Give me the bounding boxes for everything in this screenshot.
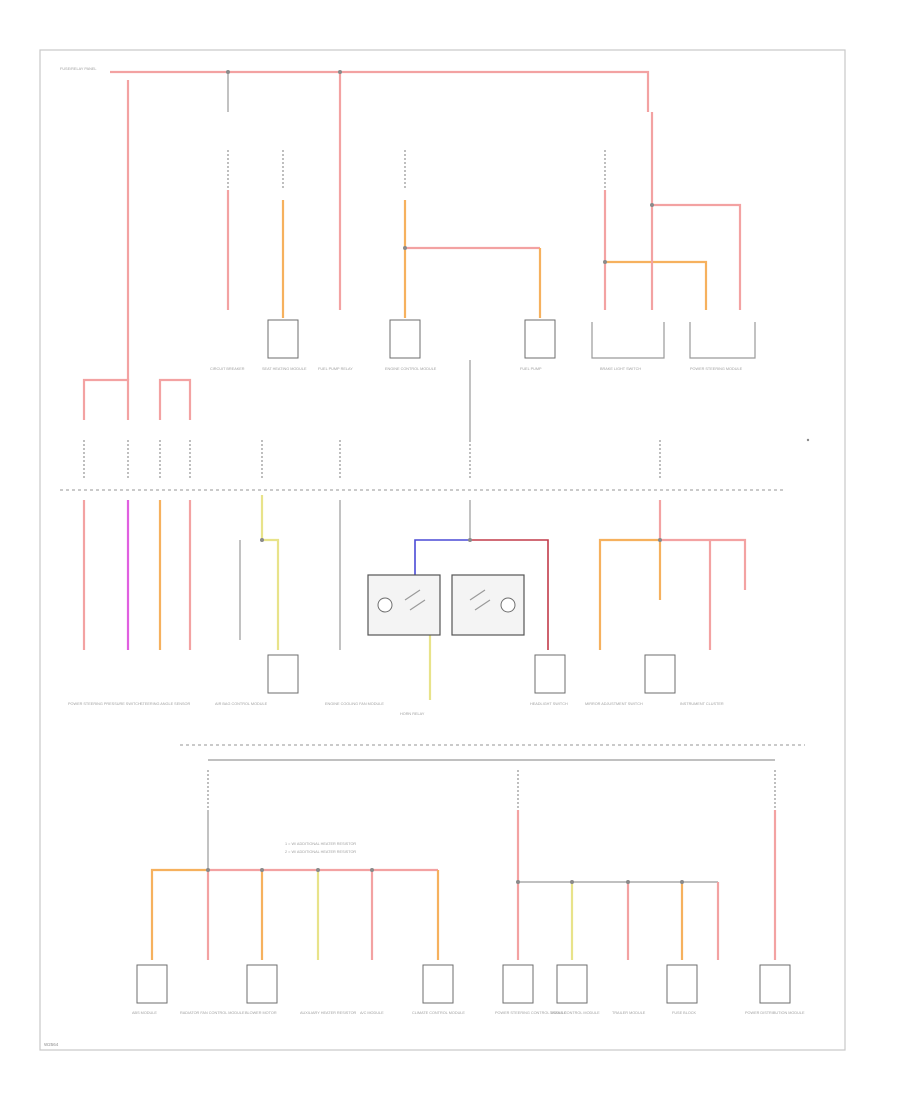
middle-wire-blue [414,539,470,580]
top-component-label: CIRCUIT BREAKER [210,367,245,371]
relay-box-left [367,574,441,636]
bottom-component-label: TRANS CONTROL MODULE [550,1011,600,1015]
junction-dot [260,868,264,872]
junction-dot [516,880,520,884]
junction-dot [680,880,684,884]
relay-coil-icon [500,597,516,613]
stray-dot [806,438,810,442]
top-component-box [267,319,299,359]
middle-feed-loop-2 [158,378,192,420]
bottom-left-orange [150,868,208,960]
junction-dot [370,868,374,872]
diagram-frame [39,49,846,1051]
relay-switch-icon [404,589,426,611]
junction-dot [658,538,662,542]
bottom-component-box [246,964,278,1004]
bottom-power-section: 1 = W/ ADDITIONAL HEATER RESISTOR 2 = W/… [132,744,805,1015]
middle-feed-loop-1 [82,378,130,420]
main-feed-wire [110,70,650,112]
middle-component-box [534,654,566,694]
top-component-label: FUEL PUMP RELAY [318,367,353,371]
top-component-box [524,319,556,359]
heater-note: 2 = W/ ADDITIONAL HEATER RESISTOR [285,850,356,854]
middle-component-box [644,654,676,694]
junction-dot [468,538,472,542]
relay-coil-icon [377,597,393,613]
junction-dot [206,868,210,872]
junction-dot [316,868,320,872]
middle-power-section: POWER STEERING PRESSURE SWITCH STEERING … [60,360,785,716]
junction-dot [226,70,230,74]
middle-component-label: AIR BAG CONTROL MODULE [215,702,268,706]
heater-note: 1 = W/ ADDITIONAL HEATER RESISTOR [285,842,356,846]
wire-fuse-6-branch [652,203,742,310]
bottom-component-box [556,964,588,1004]
middle-wire-dark-red [470,539,549,650]
middle-component-label: HORN RELAY [400,712,425,716]
top-component-label: SEAT HEATING MODULE [262,367,307,371]
bottom-component-box [136,964,168,1004]
top-power-section: CIRCUIT BREAKER SEAT HEATING MODULE FUEL… [60,67,756,380]
bottom-component-label: ABS MODULE [132,1011,157,1015]
middle-wire-8-right [660,538,747,590]
bottom-component-label: POWER DISTRIBUTION MODULE [745,1011,805,1015]
middle-component-label: MIRROR ADJUSTMENT SWITCH [585,702,643,706]
bottom-component-box [422,964,454,1004]
junction-dot [570,880,574,884]
component-ground-line [689,322,756,359]
junction-dot [260,538,264,542]
diagram-tag-label: W2564 [44,1042,59,1047]
top-component-label: BRAKE LIGHT SWITCH [600,367,641,371]
bottom-component-label: A/C MODULE [360,1011,384,1015]
bottom-component-box [759,964,791,1004]
top-feed-label: FUSE/RELAY PANEL [60,67,97,71]
bottom-component-box [502,964,534,1004]
bottom-component-label: POWER STEERING CONTROL MODULE [495,1011,567,1015]
top-component-label: POWER STEERING MODULE [690,367,743,371]
bottom-component-label: TRAILER MODULE [612,1011,646,1015]
bottom-component-label: AUXILIARY HEATER RESISTOR [300,1011,357,1015]
top-component-box [389,319,421,359]
junction-dot [626,880,630,884]
component-ground-line [591,322,665,359]
top-component-label: FUEL PUMP [520,367,542,371]
middle-wire-5 [260,495,280,650]
middle-component-label: POWER STEERING PRESSURE SWITCH [68,702,141,706]
middle-component-label: STEERING ANGLE SENSOR [140,702,190,706]
middle-component-label: HEADLIGHT SWITCH [530,702,568,706]
bottom-component-label: CLIMATE CONTROL MODULE [412,1011,465,1015]
middle-wire-8-orange [598,538,660,650]
bottom-component-label: FUSE BLOCK [672,1011,697,1015]
junction-dot [650,203,654,207]
top-component-label: ENGINE CONTROL MODULE [385,367,437,371]
wire-fuse-5-branch [605,260,708,310]
relay-switch-icon [469,589,491,611]
middle-component-box [267,654,299,694]
junction-dot [403,246,407,250]
middle-component-label: ENGINE COOLING FAN MODULE [325,702,384,706]
bottom-component-label: RADIATOR FAN CONTROL MODULE [180,1011,245,1015]
bottom-component-box [666,964,698,1004]
junction-dot [603,260,607,264]
bottom-component-label: BLOWER MOTOR [245,1011,277,1015]
junction-dot [338,70,342,74]
middle-component-label: INSTRUMENT CLUSTER [680,702,724,706]
